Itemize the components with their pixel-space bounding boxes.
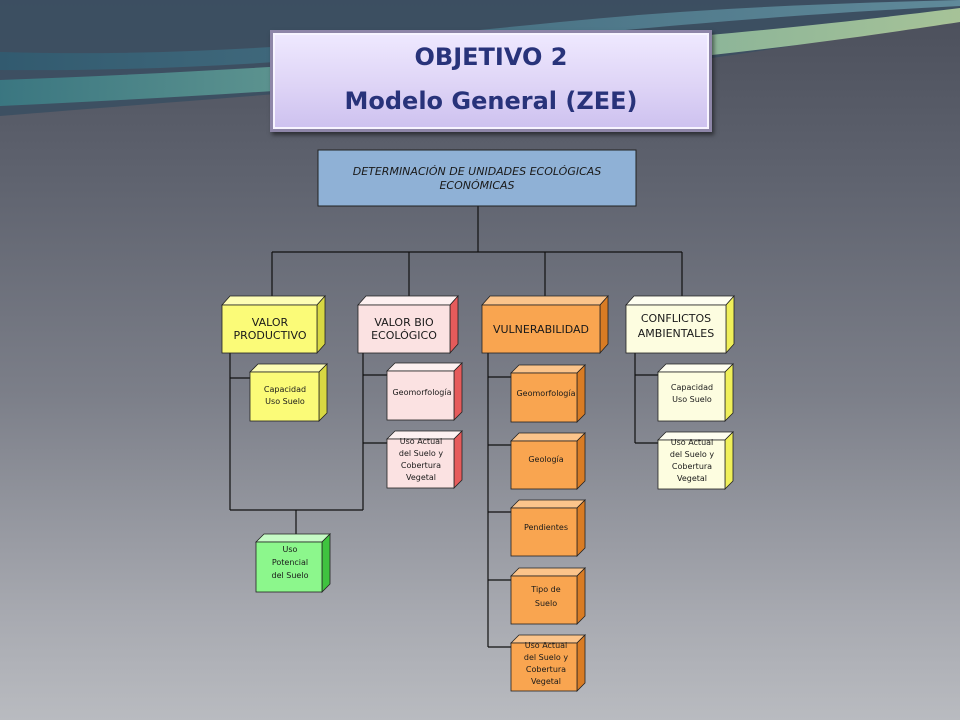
node-label-line-2: del Suelo y: [399, 449, 443, 458]
category-conflictos-ambientales: CONFLICTOS AMBIENTALES: [625, 294, 735, 355]
category-label-line-1: VALOR: [252, 316, 289, 329]
node-label-line-1: Uso Actual: [671, 438, 714, 447]
root-label-line-2: ECONÓMICAS: [439, 179, 514, 192]
node-label-line-1: Tipo de: [530, 585, 560, 594]
title-model: Modelo General (ZEE): [344, 87, 638, 115]
node-label-line-4: Vegetal: [531, 677, 561, 686]
node-label-line-1: Pendientes: [524, 523, 568, 532]
node-conf-capacidad-uso-suelo: Capacidad Uso Suelo: [657, 363, 734, 422]
node-label-line-1: Geología: [528, 455, 563, 464]
node-vul-uso-actual: Uso Actual del Suelo y Cobertura Vegetal: [510, 634, 586, 692]
node-vul-geologia: Geología: [510, 432, 586, 490]
node-label-line-1: Geomorfología: [392, 388, 451, 397]
node-label-line-3: Cobertura: [672, 462, 712, 471]
category-label-line-1: CONFLICTOS: [641, 312, 711, 325]
category-valor-bioecologico: VALOR BIO ECOLÓGICO: [357, 294, 459, 355]
connectors: [229, 206, 683, 648]
category-label-line-2: ECOLÓGICO: [371, 329, 437, 342]
node-label-line-1: Capacidad: [671, 383, 713, 392]
node-label-line-1: Uso Actual: [400, 437, 443, 446]
node-label-line-1: Geomorfología: [516, 389, 575, 398]
title-objective: OBJETIVO 2: [414, 43, 568, 71]
title-box: OBJETIVO 2 Modelo General (ZEE): [270, 30, 712, 132]
category-label-line-1: VULNERABILIDAD: [493, 323, 589, 336]
node-productivo-capacidad-uso-suelo: Capacidad Uso Suelo: [249, 363, 328, 422]
node-label-line-2: del Suelo y: [524, 653, 568, 662]
category-vulnerabilidad: VULNERABILIDAD: [481, 294, 609, 355]
node-label-line-4: Vegetal: [677, 474, 707, 483]
node-label-line-3: Cobertura: [401, 461, 441, 470]
node-label-line-3: del Suelo: [272, 571, 309, 580]
node-vul-geomorfologia: Geomorfología: [510, 364, 586, 423]
category-label-line-1: VALOR BIO: [374, 316, 434, 329]
node-label-line-2: Potencial: [272, 558, 308, 567]
node-bio-uso-actual: Uso Actual del Suelo y Cobertura Vegetal: [386, 430, 463, 489]
node-label-line-1: Uso: [283, 545, 298, 554]
node-label-line-3: Cobertura: [526, 665, 566, 674]
root-box: DETERMINACIÓN DE UNIDADES ECOLÓGICAS ECO…: [317, 149, 637, 207]
node-vul-tipo-suelo: Tipo de Suelo: [510, 567, 586, 625]
node-label-line-2: del Suelo y: [670, 450, 714, 459]
node-vul-pendientes: Pendientes: [510, 499, 586, 557]
node-bio-geomorfologia: Geomorfología: [386, 362, 463, 421]
category-label-line-2: AMBIENTALES: [638, 327, 714, 340]
node-label-line-2: Uso Suelo: [672, 395, 712, 404]
node-conf-uso-actual: Uso Actual del Suelo y Cobertura Vegetal: [657, 431, 734, 490]
node-label-line-2: Uso Suelo: [265, 397, 305, 406]
node-uso-potencial-suelo: Uso Potencial del Suelo: [255, 533, 331, 593]
root-label-line-1: DETERMINACIÓN DE UNIDADES ECOLÓGICAS: [353, 165, 602, 178]
node-label-line-1: Uso Actual: [525, 641, 568, 650]
category-label-line-2: PRODUCTIVO: [233, 329, 306, 342]
node-label-line-4: Vegetal: [406, 473, 436, 482]
node-label-line-1: Capacidad: [264, 385, 306, 394]
node-label-line-2: Suelo: [535, 599, 557, 608]
category-valor-productivo: VALOR PRODUCTIVO: [221, 294, 326, 355]
